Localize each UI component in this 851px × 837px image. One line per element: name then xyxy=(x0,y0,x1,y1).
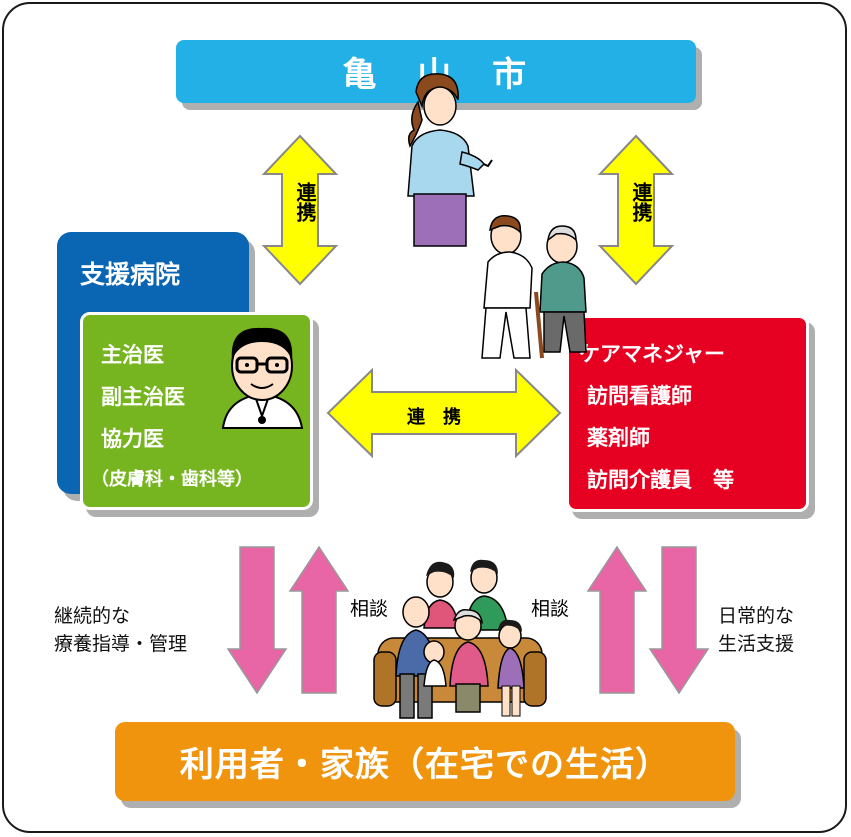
link-arrow-left xyxy=(262,134,338,286)
consult-label-right: 相談 xyxy=(531,598,570,620)
doctor-line-3: 協力医 xyxy=(101,427,164,451)
doctor-line-1: 主治医 xyxy=(101,343,164,367)
consult-arrow-up-left xyxy=(288,545,350,694)
support-arrow-down xyxy=(648,546,710,695)
left-note: 継続的な 療養指導・管理 xyxy=(54,603,187,658)
hospital-title: 支援病院 xyxy=(80,260,181,289)
link-label-right: 連携 xyxy=(629,182,653,222)
users-label: 利用者・家族（在宅での生活） xyxy=(179,745,671,785)
doctor-line-4: （皮膚科・歯科等） xyxy=(91,469,253,490)
guidance-arrow-down xyxy=(226,546,288,695)
users-box: 利用者・家族（在宅での生活） xyxy=(115,722,735,801)
doctor-line-2: 副主治医 xyxy=(101,385,185,409)
caregiver-illustration xyxy=(481,215,587,359)
care-line-1: ケアマネジャー xyxy=(579,342,725,366)
link-label-center: 連 携 xyxy=(407,407,461,428)
link-arrow-center xyxy=(326,368,562,458)
doctor-illustration xyxy=(221,327,304,429)
care-line-4: 訪問介護員 等 xyxy=(587,468,734,492)
right-note: 日常的な 生活支援 xyxy=(718,603,794,658)
care-line-3: 薬剤師 xyxy=(587,426,650,450)
consult-arrow-up-right xyxy=(586,545,648,694)
consult-label-left: 相談 xyxy=(350,598,389,620)
right-note-line-1: 日常的な xyxy=(718,605,795,627)
link-arrow-right xyxy=(598,134,674,286)
left-note-line-1: 継続的な xyxy=(54,605,131,627)
link-label-left: 連携 xyxy=(293,182,317,222)
left-note-line-2: 療養指導・管理 xyxy=(54,632,188,655)
care-box: ケアマネジャー 訪問看護師 薬剤師 訪問介護員 等 xyxy=(566,315,809,512)
care-line-2: 訪問看護師 xyxy=(587,384,692,408)
family-illustration xyxy=(373,559,547,719)
right-note-line-2: 生活支援 xyxy=(718,632,795,655)
city-staff-illustration xyxy=(407,73,493,247)
